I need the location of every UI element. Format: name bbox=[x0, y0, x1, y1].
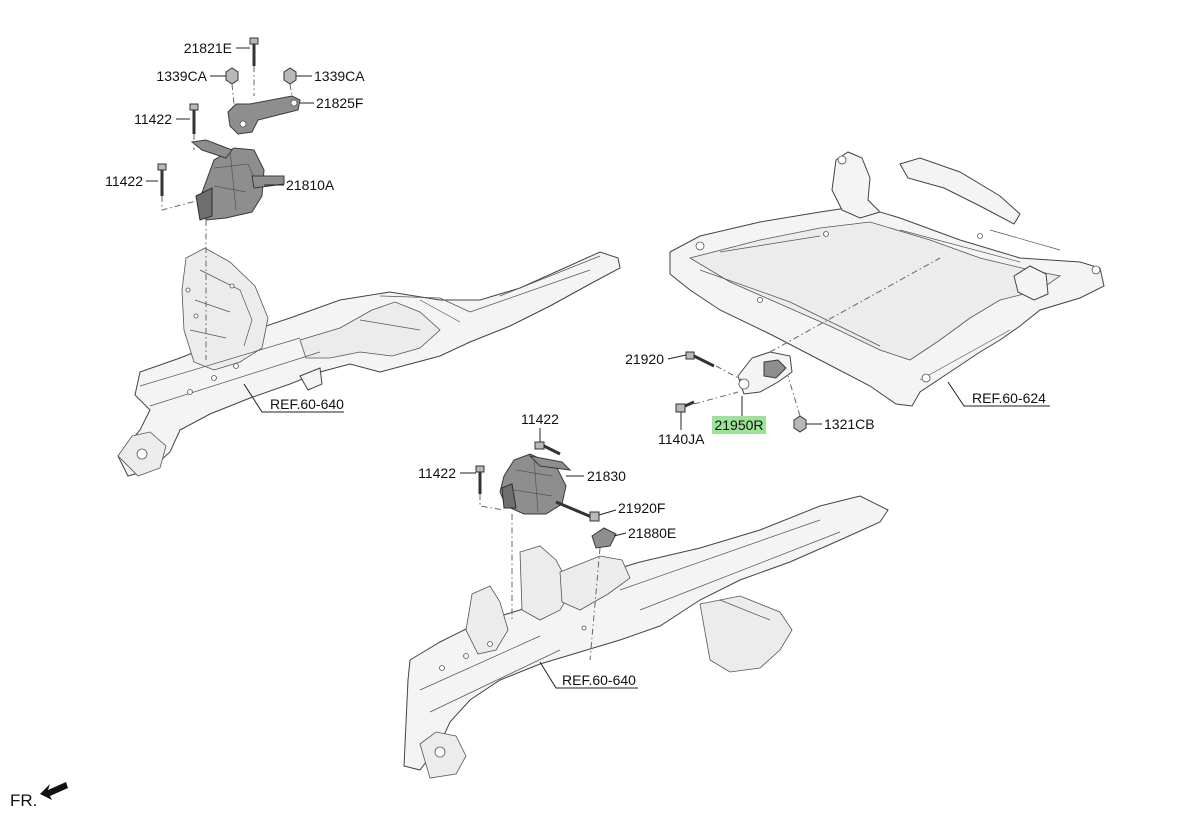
label-11422-d[interactable]: 11422 bbox=[418, 465, 456, 481]
lower-frame-rail bbox=[403, 495, 889, 779]
bolt-11422-lower-top bbox=[534, 441, 561, 456]
label-21810A[interactable]: 21810A bbox=[286, 177, 335, 193]
subframe-crossmember bbox=[669, 151, 1105, 407]
label-21920F[interactable]: 21920F bbox=[618, 500, 665, 516]
reference-labels: REF.60-640 REF.60-624 REF.60-640 bbox=[270, 390, 1046, 688]
bolt-1140JA bbox=[675, 400, 695, 413]
label-21950R[interactable]: 21950R bbox=[714, 417, 763, 433]
transmission-mount-21830 bbox=[499, 453, 572, 515]
label-11422-a[interactable]: 11422 bbox=[134, 111, 172, 127]
left-mount-centerlines bbox=[161, 66, 293, 360]
bolt-21920F bbox=[555, 500, 600, 522]
lower-mount-centerlines bbox=[479, 494, 601, 661]
label-11422-b[interactable]: 11422 bbox=[105, 173, 143, 189]
label-1321CB[interactable]: 1321CB bbox=[824, 416, 875, 432]
engine-mount-21810A bbox=[190, 139, 285, 221]
front-orientation: FR. bbox=[10, 782, 68, 810]
ref-60-640-upper[interactable]: REF.60-640 bbox=[270, 396, 344, 412]
leader-lines bbox=[146, 47, 1050, 689]
label-1339CA-right[interactable]: 1339CA bbox=[314, 68, 365, 84]
mount-bracket-21825F bbox=[227, 95, 301, 135]
label-21880E[interactable]: 21880E bbox=[628, 525, 676, 541]
nut-1339CA-right bbox=[283, 67, 297, 85]
bolt-11422-top bbox=[189, 103, 199, 134]
bolt-11422-side bbox=[157, 163, 167, 196]
label-11422-c[interactable]: 11422 bbox=[521, 411, 559, 427]
rollrod-centerlines bbox=[693, 257, 941, 417]
nut-1321CB bbox=[793, 415, 807, 433]
bolt-11422-lower-side bbox=[475, 465, 485, 494]
ref-60-640-lower[interactable]: REF.60-640 bbox=[562, 672, 636, 688]
ref-60-624[interactable]: REF.60-624 bbox=[972, 390, 1046, 406]
highlight-21950R bbox=[712, 416, 766, 434]
bracket-21880E bbox=[591, 527, 617, 549]
bolt-21821E bbox=[249, 37, 259, 66]
label-21821E[interactable]: 21821E bbox=[184, 40, 232, 56]
front-label: FR. bbox=[10, 791, 37, 810]
nut-1339CA-left bbox=[225, 67, 239, 85]
part-labels: 21821E 1339CA 1339CA 21825F 11422 11422 … bbox=[105, 40, 875, 541]
label-1339CA-left[interactable]: 1339CA bbox=[156, 68, 207, 84]
label-21825F[interactable]: 21825F bbox=[316, 95, 363, 111]
label-1140JA[interactable]: 1140JA bbox=[658, 431, 705, 447]
roll-rod-21950R bbox=[737, 351, 793, 395]
label-21920[interactable]: 21920 bbox=[625, 351, 664, 367]
front-arrow-icon bbox=[40, 782, 68, 800]
bolt-21920 bbox=[685, 351, 715, 368]
left-frame-rail bbox=[117, 247, 621, 477]
label-21830[interactable]: 21830 bbox=[587, 468, 626, 484]
